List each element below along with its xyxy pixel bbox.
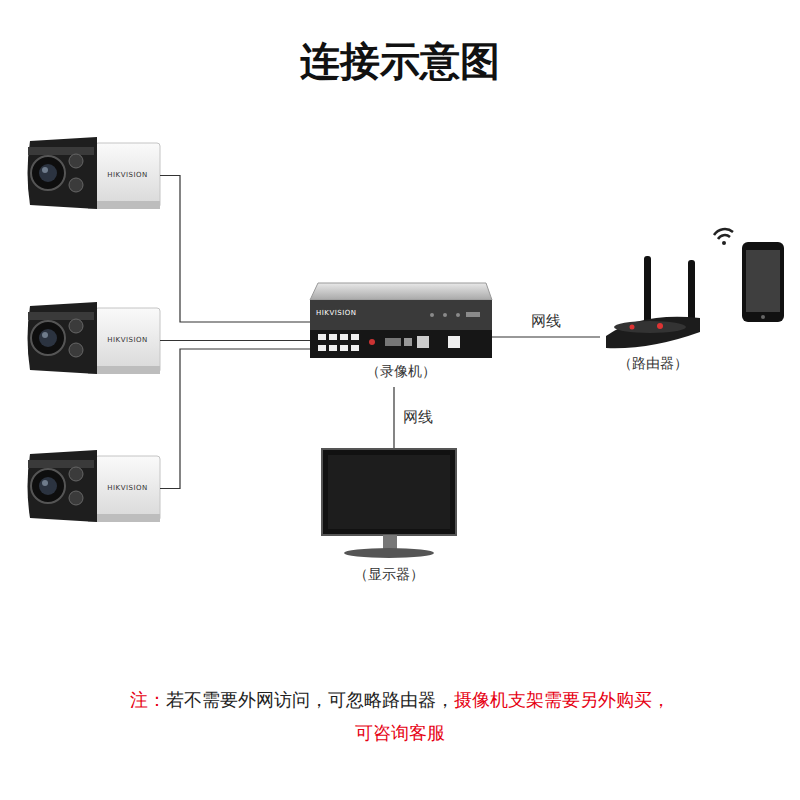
router-node: （路由器）	[600, 250, 705, 373]
network-cable	[160, 349, 310, 489]
note-line: 注：若不需要外网访问，可忽略路由器，摄像机支架需要另外购买，	[0, 688, 800, 712]
camera-illustration	[28, 450, 161, 522]
router-illustration	[606, 256, 700, 348]
device-label: （路由器）	[600, 355, 705, 373]
monitor-node: （显示器）	[318, 448, 460, 584]
wifi-icon	[714, 229, 733, 245]
network-cable	[393, 387, 394, 448]
brand-logo: HIKVISION	[316, 309, 357, 317]
camera-node: HIKVISION	[95, 456, 160, 521]
phone-illustration	[742, 242, 784, 322]
note-warning: 可咨询客服	[355, 722, 445, 743]
monitor-illustration	[322, 449, 456, 558]
edge-label: 网线	[400, 408, 436, 427]
camera-illustration	[28, 137, 161, 209]
camera-illustration	[28, 302, 161, 374]
recorder-node: HIKVISION （录像机）	[310, 283, 492, 381]
note-text: 若不需要外网访问，可忽略路由器，	[166, 689, 454, 710]
brand-logo: HIKVISION	[95, 336, 160, 344]
device-label: （录像机）	[310, 363, 492, 381]
brand-logo: HIKVISION	[95, 484, 160, 492]
title: 连接示意图	[0, 34, 800, 89]
camera-node: HIKVISION	[95, 143, 160, 208]
network-cable	[492, 336, 600, 337]
recorder-illustration	[310, 283, 492, 358]
note-warning: 摄像机支架需要另外购买，	[454, 689, 670, 710]
note-marker: 注：	[130, 689, 166, 710]
brand-logo: HIKVISION	[95, 171, 160, 179]
device-label: （显示器）	[318, 566, 460, 584]
camera-node: HIKVISION	[95, 308, 160, 373]
edge-label: 网线	[528, 312, 564, 331]
note-line: 可咨询客服	[0, 721, 800, 745]
network-cable	[160, 340, 310, 341]
network-cable	[160, 176, 310, 323]
